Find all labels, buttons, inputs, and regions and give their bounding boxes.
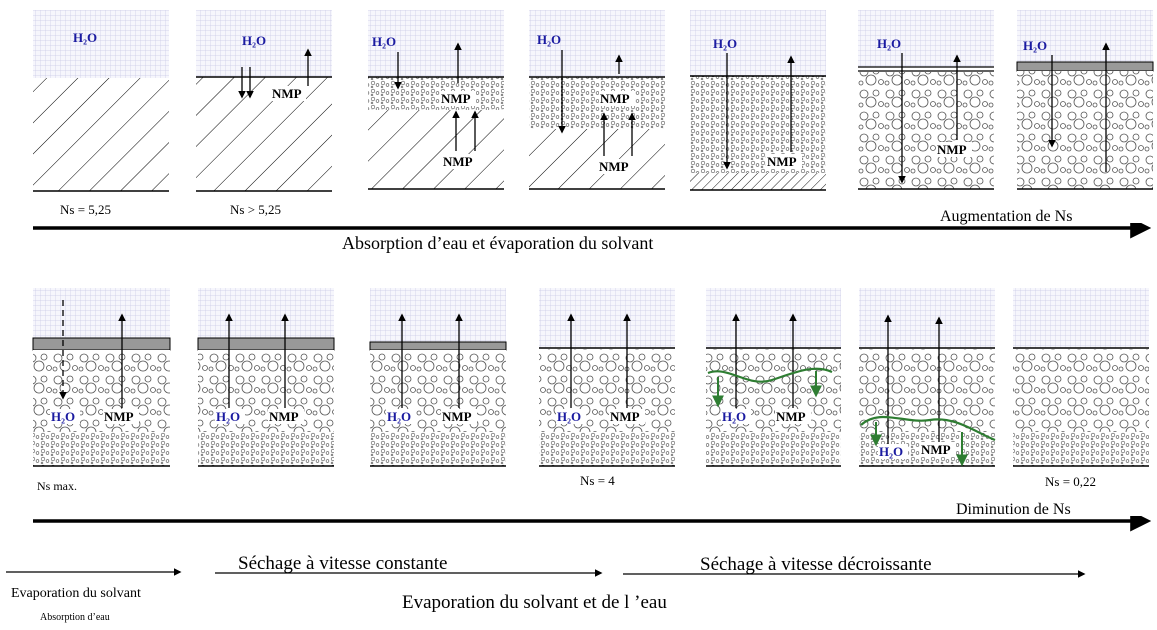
nmp-label: NMP	[767, 154, 797, 169]
h2o-label: H₂O	[713, 36, 737, 51]
phase-label-solvent-water-evaporation: Evaporation du solvant et de l ’eau	[402, 592, 667, 613]
swollen-layer	[1017, 71, 1153, 189]
air-region	[858, 10, 994, 67]
air-region	[1017, 10, 1153, 62]
nmp-label: NMP	[776, 409, 806, 424]
panel-r1-4: H₂O NMP NMP	[529, 10, 665, 190]
drying-front-curve	[707, 367, 833, 383]
ns-label: Ns = 5,25	[60, 202, 111, 217]
panel-r2-2: H₂O NMP	[197, 288, 335, 467]
panel-r1-3: H₂O NMP NMP	[368, 10, 504, 190]
drying-front-curve	[860, 415, 996, 442]
nmp-label: NMP	[937, 142, 967, 157]
phase-label-constant: Séchage à vitesse constante	[238, 553, 447, 574]
panel-r1-7: H₂O	[1016, 10, 1154, 190]
air-region	[529, 10, 665, 77]
panel-r2-1: H₂O NMP	[32, 288, 171, 467]
h2o-label: H₂O	[722, 409, 746, 424]
trend-label: Diminution de Ns	[956, 501, 1071, 518]
nmp-label: NMP	[269, 409, 299, 424]
h2o-label: H₂O	[73, 30, 97, 45]
swollen-layer	[368, 77, 504, 110]
ns-label: Ns max.	[37, 479, 77, 493]
solution-region	[529, 129, 665, 189]
ns-label: Ns = 0,22	[1045, 474, 1096, 489]
skin-layer	[197, 337, 335, 351]
panel-r1-2: H₂O NMP	[196, 10, 332, 192]
ns-label: Ns = 4	[580, 473, 615, 488]
solution-region	[690, 173, 826, 190]
trend-label: Augmentation de Ns	[940, 208, 1072, 225]
h2o-label: H₂O	[216, 409, 240, 424]
dense-layer	[539, 432, 675, 466]
h2o-label: H₂O	[879, 444, 903, 459]
dense-layer	[198, 432, 334, 466]
solution-region	[33, 78, 169, 191]
air-region	[1013, 288, 1149, 348]
nmp-label: NMP	[610, 409, 640, 424]
air-region	[196, 10, 332, 77]
skin-layer	[369, 341, 507, 351]
nmp-label: NMP	[443, 154, 473, 169]
phase-label-decreasing: Séchage à vitesse décroissante	[700, 554, 932, 575]
phase-label-solvent-evaporation: Evaporation du solvant	[11, 586, 141, 601]
panel-r2-5: H₂O NMP	[706, 288, 841, 467]
swollen-layer	[690, 76, 826, 173]
air-region	[859, 288, 995, 348]
panel-r1-6: H₂O NMP	[858, 10, 994, 190]
dense-layer	[706, 432, 841, 466]
h2o-label: H₂O	[557, 409, 581, 424]
process-label: Absorption d’eau et évaporation du solva…	[342, 233, 653, 253]
ns-label: Ns > 5,25	[230, 202, 281, 217]
porous-layer	[859, 349, 995, 432]
h2o-label: H₂O	[877, 36, 901, 51]
h2o-label: H₂O	[51, 409, 75, 424]
swollen-layer	[529, 77, 665, 129]
panel-r2-3: H₂O NMP	[369, 288, 507, 467]
air-region	[706, 288, 841, 348]
dense-layer	[1013, 432, 1149, 466]
panel-r1-5: H₂O NMP	[690, 10, 826, 191]
nmp-label: NMP	[442, 409, 472, 424]
phase-label-water-absorption: Absorption d’eau	[40, 612, 110, 623]
nmp-label: NMP	[921, 442, 951, 457]
nmp-label: NMP	[441, 91, 471, 106]
nmp-label: NMP	[104, 409, 134, 424]
swollen-layer	[858, 72, 994, 189]
h2o-label: H₂O	[372, 34, 396, 49]
solution-region	[196, 77, 332, 191]
air-region	[33, 10, 169, 78]
solution-region	[368, 110, 504, 189]
air-region	[690, 10, 826, 76]
h2o-label: H₂O	[1023, 38, 1047, 53]
porous-layer	[1013, 349, 1149, 432]
dense-layer	[33, 432, 170, 466]
dense-layer	[370, 432, 506, 466]
panel-r2-6: H₂O NMP	[859, 288, 996, 467]
nmp-label: NMP	[600, 91, 630, 106]
h2o-label: H₂O	[242, 33, 266, 48]
air-region	[539, 288, 675, 348]
h2o-label: H₂O	[537, 32, 561, 47]
panel-r2-4: H₂O NMP	[539, 288, 675, 467]
panel-r2-7	[1013, 288, 1149, 467]
skin-layer	[1016, 61, 1154, 72]
air-region	[370, 288, 506, 342]
air-region	[198, 288, 334, 338]
panel-r1-1: H₂O	[33, 10, 169, 192]
nmp-label: NMP	[599, 159, 629, 174]
row2-panels: H₂O NMP H₂O NMP H₂O	[32, 288, 1149, 467]
h2o-label: H₂O	[387, 409, 411, 424]
row1-panels: H₂O H₂O NMP H₂O NMP	[33, 10, 1154, 192]
air-region	[368, 10, 504, 77]
skin-layer	[32, 337, 171, 351]
air-region	[33, 288, 170, 338]
nmp-label: NMP	[272, 86, 302, 101]
